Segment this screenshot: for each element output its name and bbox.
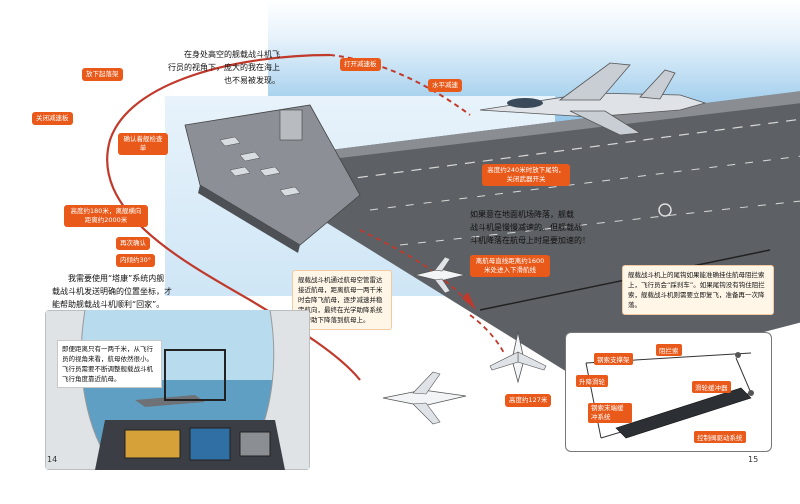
callout-height-240: 高度约240米时放下尾钩，关闭武器开关	[482, 164, 570, 186]
approach-detail-note: 舰载战斗机通过航母空管雷达接近航母，距离航母一两千米时会降飞航母，逐步减速并稳定…	[292, 270, 392, 330]
label-slide-buffer: 滑轮缓冲器	[692, 381, 731, 393]
pilot-view-note: 在身处高空的舰载战斗机飞 行员的视角下，庞大的我在海上 也不易被发现。	[160, 48, 280, 87]
pilot-view-line: 也不易被发现。	[224, 76, 280, 85]
tacan-line: 能帮助舰载战斗机顺利“回家”。	[52, 300, 165, 309]
pilot-view-line: 在身处高空的舰载战斗机飞	[184, 50, 280, 59]
speedup-line: 战斗机是慢慢减速的。但舰载战	[470, 223, 582, 232]
page-number-right: 15	[748, 455, 759, 464]
speedup-line: 斗机降落在航母上时是要加速的！	[470, 236, 590, 245]
page-number-left: 14	[47, 455, 58, 464]
speedup-line: 如果意在地面机场降落，舰载	[470, 210, 574, 219]
tacan-line: 载战斗机发送明确的位置坐标，才	[52, 287, 172, 296]
cockpit-icon	[45, 310, 310, 470]
callout-flaps-down: 放下起落架	[82, 68, 123, 81]
cockpit-view-illustration: 即便距离只有一两千米，从飞行员的视角来看，航母依然很小。飞行员需要不断调整舰载战…	[45, 310, 310, 470]
jet-small-icon	[414, 256, 466, 294]
pilot-view-line: 行员的视角下，庞大的我在海上	[168, 63, 280, 72]
label-end-buffer: 钢索末端缓冲系统	[588, 403, 632, 423]
label-lift-pulley: 升降滑轮	[576, 375, 608, 387]
callout-close-speedbrake: 关闭减速板	[32, 112, 73, 125]
label-support: 钢索支撑架	[594, 353, 633, 365]
speedup-note: 如果意在地面机场降落，舰载 战斗机是慢慢减速的。但舰载战 斗机降落在航母上时是要…	[470, 208, 590, 247]
jet-turn-icon	[382, 371, 467, 425]
callout-confirm-landing: 确认着舰检查单	[118, 133, 168, 155]
callout-open-speedbrake: 打开减速板	[340, 58, 381, 71]
small-carrier-icon	[184, 104, 361, 253]
callout-bank-30: 内倾约30°	[116, 254, 156, 267]
jet-approach-icon	[489, 331, 547, 384]
arrestor-system-inset: 钢索支撑架 阻拦索 升降滑轮 钢索末端缓冲系统 滑轮缓冲器 控制阀驱动系统	[565, 332, 772, 452]
callout-height-127: 高度约127米	[505, 394, 552, 407]
callout-approach-1600: 离航母直线距离约1600米处进入下滑航线	[470, 255, 550, 277]
cockpit-detail-note: 即便距离只有一两千米，从飞行员的视角来看，航母依然很小。飞行员需要不断调整舰载战…	[57, 340, 162, 388]
callout-height-180: 高度约180米，离舰横向距离约2000米	[64, 205, 148, 227]
jet-on-deck-icon	[479, 62, 707, 136]
hook-detail-note: 舰载战斗机上的尾钩如果能准确挂住航母阻拦索上，飞行员会“踩刹车”。如果尾钩没有钩…	[622, 265, 774, 315]
tacan-note: 我需要使用“塔康”系统内舰 载战斗机发送明确的位置坐标，才 能帮助舰载战斗机顺利…	[52, 272, 172, 311]
label-control-valve: 控制阀驱动系统	[694, 431, 746, 443]
callout-level-decel: 水平减速	[428, 79, 462, 92]
label-arrest-wire: 阻拦索	[656, 344, 682, 356]
tacan-line: 我需要使用“塔康”系统内舰	[68, 274, 165, 283]
callout-reconfirm: 再次确认	[116, 237, 150, 250]
